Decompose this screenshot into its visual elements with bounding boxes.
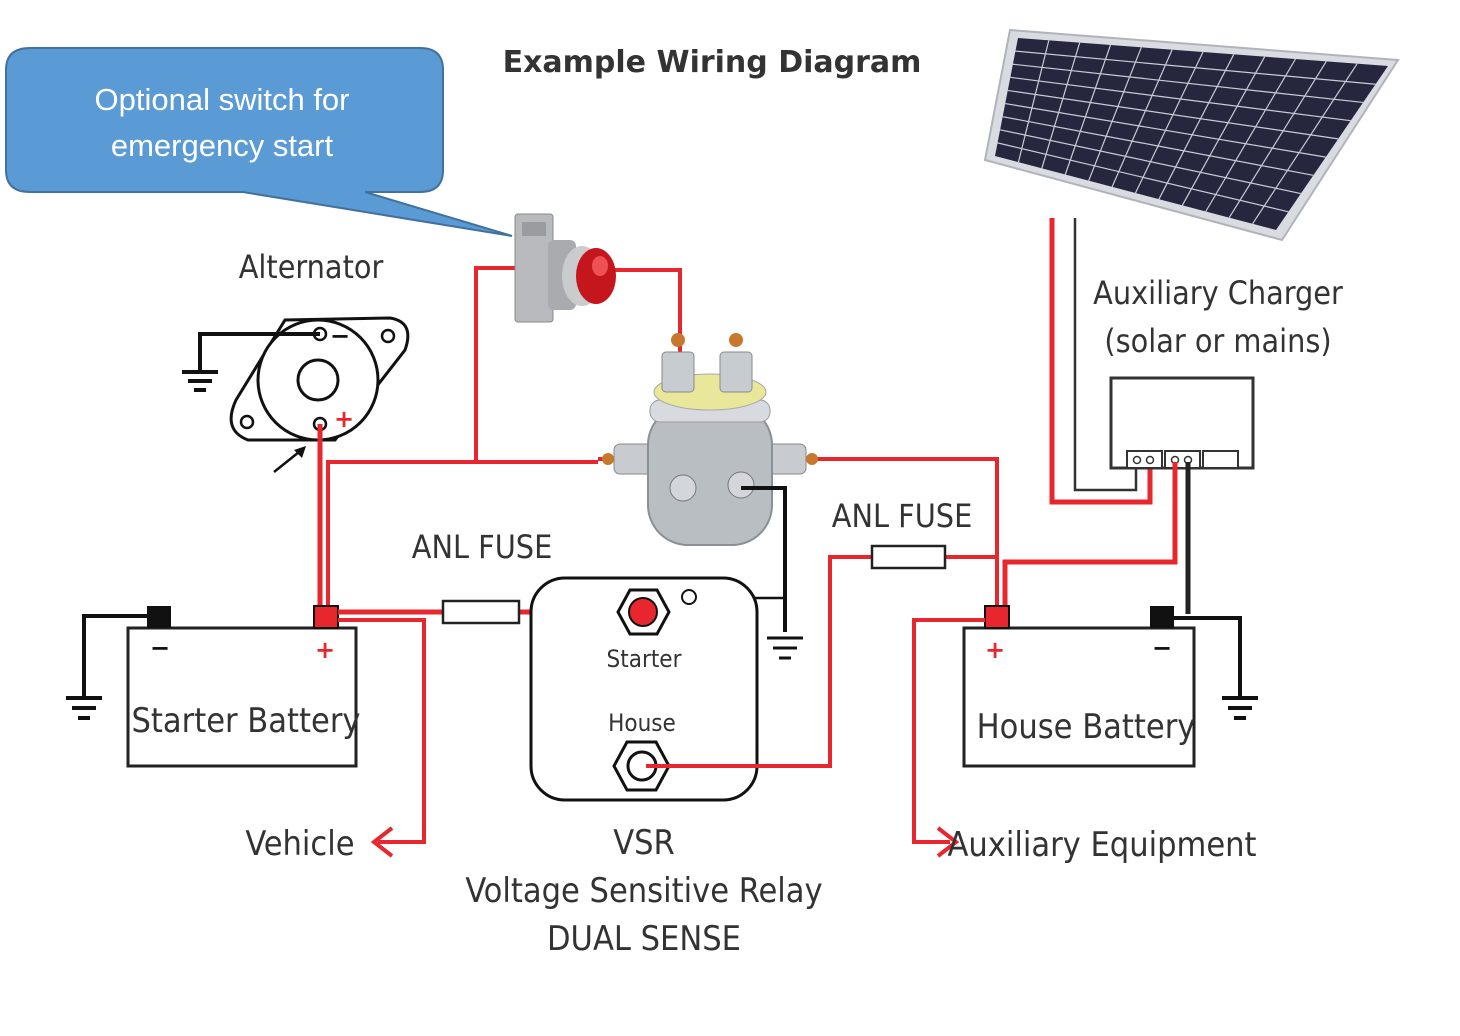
solar-cell-column-line (1252, 63, 1358, 225)
anl-fuse-left-label: ANL FUSE (412, 528, 553, 566)
anl-fuse-right-label: ANL FUSE (832, 497, 973, 535)
aux-equipment-label: Auxiliary Equipment (947, 825, 1256, 865)
solar-cell-column-line (1228, 61, 1327, 218)
solar-panel-icon (983, 28, 1400, 242)
solar-cell-column-line (1111, 49, 1173, 188)
vehicle-wire (338, 618, 426, 844)
callout-shape (5, 47, 513, 237)
starter-battery-negative: − (150, 634, 170, 662)
switch-input-wire (474, 266, 520, 462)
ground-icon (66, 696, 102, 720)
alternator-ground-wire (198, 332, 320, 372)
solar-cell-column-line (1088, 47, 1142, 181)
solar-cell-column-line (1205, 58, 1297, 212)
solar-positive-wire (1049, 218, 1153, 505)
solenoid-to-house-wire (822, 457, 999, 612)
solenoid-ground-wire (741, 486, 787, 632)
vsr-full-name: Voltage Sensitive Relay (465, 871, 822, 911)
callout-line-1: Optional switch for (95, 82, 350, 117)
vehicle-arrow-icon (370, 826, 394, 858)
house-battery-negative: − (1152, 634, 1172, 662)
solar-cell-column-line (1017, 40, 1050, 163)
starter-battery-ground-wire (82, 614, 147, 696)
solar-cell-column-line (1181, 56, 1266, 206)
arrow-head-icon (294, 446, 306, 458)
vsr-mode: DUAL SENSE (547, 919, 741, 959)
starter-battery-label: Starter Battery (131, 701, 360, 741)
starter-battery-positive: + (315, 636, 335, 664)
diagram-title: Example Wiring Diagram (503, 45, 922, 80)
solar-cell-column-line (1158, 54, 1235, 200)
vsr-body (529, 576, 759, 802)
house-battery-ground-wire (1174, 616, 1242, 696)
ground-icon (1222, 696, 1258, 720)
solar-negative-wire (1073, 218, 1138, 492)
solar-cell-column-line (1064, 44, 1112, 175)
aux-equipment-wire (912, 618, 985, 844)
alternator-positive-sign: + (334, 405, 354, 433)
anl-fuse-left-icon (441, 599, 521, 625)
vsr-starter-label: Starter (607, 645, 682, 673)
solar-cell-column-line (1041, 42, 1081, 169)
ground-icon (767, 636, 803, 660)
aux-equipment-arrow-icon (936, 826, 960, 858)
vsr-name: VSR (613, 823, 675, 863)
aux-charger-label-1: Auxiliary Charger (1093, 274, 1343, 312)
solenoid-relay-icon (598, 333, 822, 546)
anl-fuse-right-icon (870, 544, 947, 570)
alternator-negative-sign: − (330, 322, 350, 350)
push-button-switch-icon (514, 213, 616, 323)
aux-charger-box (1109, 376, 1255, 470)
starter-battery-icon (126, 605, 358, 768)
vsr-house-label: House (608, 709, 676, 737)
alternator-label: Alternator (239, 248, 384, 286)
callout-bubble: Optional switch for emergency start (5, 47, 513, 237)
alternator-icon (229, 316, 410, 442)
ground-icon (182, 370, 218, 392)
house-battery-icon (962, 605, 1196, 768)
battery-to-solenoid-wire (326, 460, 598, 614)
house-battery-positive: + (985, 636, 1005, 664)
house-battery-label: House Battery (977, 707, 1196, 747)
callout-line-2: emergency start (111, 128, 334, 163)
aux-charger-label-2: (solar or mains) (1104, 322, 1331, 360)
vehicle-label: Vehicle (245, 824, 354, 864)
vsr-house-wire (646, 555, 872, 768)
charger-positive-wire (1002, 462, 1178, 612)
solar-cell-column-line (1134, 51, 1204, 194)
